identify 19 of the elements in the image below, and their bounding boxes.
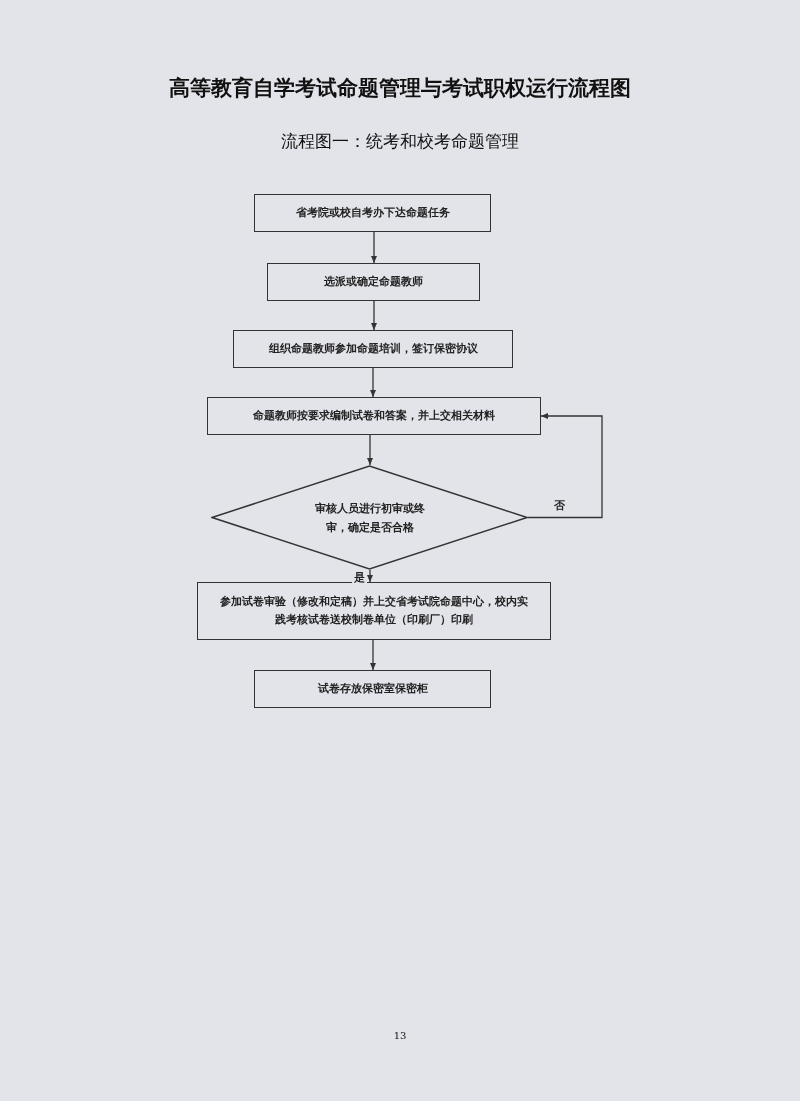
- arrow: [371, 231, 377, 264]
- edge-label: 是: [352, 570, 367, 585]
- decision-diamond: 审核人员进行初审或终审，确定是否合格: [211, 465, 528, 570]
- arrow: [370, 367, 376, 398]
- arrow: [367, 569, 373, 583]
- process-box: 试卷存放保密室保密柜: [254, 670, 491, 708]
- page-number: 13: [392, 1030, 408, 1041]
- arrow: [527, 413, 603, 519]
- process-box: 组织命题教师参加命题培训，签订保密协议: [233, 330, 513, 368]
- subtitle: 流程图一：统考和校考命题管理: [280, 130, 520, 153]
- process-box: 命题教师按要求编制试卷和答案，并上交相关材料: [207, 397, 541, 435]
- edge-label: 否: [552, 497, 567, 513]
- title: 高等教育自学考试命题管理与考试职权运行流程图: [168, 75, 632, 102]
- process-box: 选派或确定命题教师: [267, 263, 480, 301]
- process-box: 参加试卷审验（修改和定稿）并上交省考试院命题中心，校内实践考核试卷送校制卷单位（印刷厂）印刷: [197, 582, 551, 640]
- arrow: [370, 639, 376, 671]
- arrow: [367, 434, 373, 466]
- process-box: 省考院或校自考办下达命题任务: [254, 194, 491, 232]
- arrow: [371, 300, 377, 331]
